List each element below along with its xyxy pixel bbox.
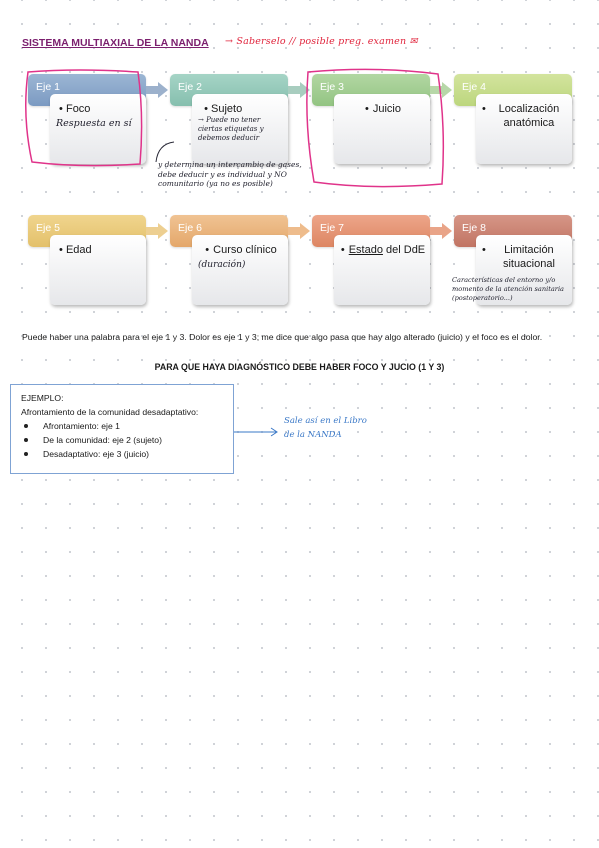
limitacion-handwritten-note: Características del entorno y/o momento … bbox=[452, 276, 564, 302]
axis-card-2: Eje 2 • Sujeto → Puede no tener ciertas … bbox=[170, 74, 288, 164]
axis-item: •Localización anatómica bbox=[482, 103, 560, 129]
axis-item: •Juicio bbox=[365, 103, 401, 115]
axis-card-7: Eje 7 •Estado del DdE bbox=[312, 215, 430, 305]
example-list: Afrontamiento: eje 1 De la comunidad: ej… bbox=[21, 419, 223, 461]
axis-body: •Limitación situacional bbox=[476, 235, 572, 305]
highlight-outline-eje1 bbox=[25, 69, 143, 167]
arrow-right-icon bbox=[234, 427, 278, 437]
axis-body: • Foco Respuesta en sí bbox=[50, 94, 146, 164]
axis-item: •Curso clínico bbox=[205, 244, 277, 256]
arrow-icon bbox=[430, 82, 452, 98]
axis-body: • Sujeto → Puede no tener ciertas etique… bbox=[192, 94, 288, 164]
axis-body: • Edad bbox=[50, 235, 146, 305]
arrow-icon bbox=[288, 82, 310, 98]
sujeto-annotation: y determina un intercambio de gases, deb… bbox=[158, 160, 302, 188]
diagnosis-rule: PARA QUE HAYA DIAGNÓSTICO DEBE HABER FOC… bbox=[154, 362, 445, 372]
axis-card-8: Eje 8 •Limitación situacional bbox=[454, 215, 572, 305]
arrow-icon bbox=[146, 223, 168, 239]
axis-handwritten-note: → Puede no tener ciertas etiquetas y deb… bbox=[198, 116, 264, 142]
example-handwritten-note: Sale así en el Libro de la NANDA bbox=[284, 416, 367, 440]
axis-body: •Estado del DdE bbox=[334, 235, 430, 305]
axis-card-6: Eje 6 •Curso clínico (duración) bbox=[170, 215, 288, 305]
arrow-icon bbox=[146, 82, 168, 98]
axis-item: •Limitación situacional bbox=[482, 244, 555, 270]
axis-item: • Sujeto bbox=[198, 103, 243, 115]
axis-body: •Juicio bbox=[334, 94, 430, 164]
example-subtitle: Afrontamiento de la comunidad desadaptat… bbox=[21, 407, 199, 417]
example-box: EJEMPLO: Afrontamiento de la comunidad d… bbox=[10, 384, 234, 474]
list-item: Desadaptativo: eje 3 (juicio) bbox=[21, 447, 223, 461]
axis-card-4: Eje 4 •Localización anatómica bbox=[454, 74, 572, 164]
axis-handwritten-note: (duración) bbox=[198, 260, 246, 270]
arrow-icon bbox=[288, 223, 310, 239]
axis-item: •Estado del DdE bbox=[340, 244, 426, 256]
axis-card-3: Eje 3 •Juicio bbox=[312, 74, 430, 164]
page-title: SISTEMA MULTIAXIAL DE LA NANDA bbox=[22, 37, 209, 49]
list-item: Afrontamiento: eje 1 bbox=[21, 419, 223, 433]
axis-card-5: Eje 5 • Edad bbox=[28, 215, 146, 305]
axis-card-1: Eje 1 • Foco Respuesta en sí bbox=[28, 74, 146, 164]
title-handwritten-note: → Saberselo // posible preg. examen ✉ bbox=[225, 36, 418, 47]
arrow-icon bbox=[430, 223, 452, 239]
highlight-outline-eje3 bbox=[306, 68, 445, 188]
list-item: De la comunidad: eje 2 (sujeto) bbox=[21, 433, 223, 447]
axis-body: •Curso clínico (duración) bbox=[192, 235, 288, 305]
axis-body: •Localización anatómica bbox=[476, 94, 572, 164]
axis-handwritten-note: Respuesta en sí bbox=[56, 118, 132, 129]
explanation-paragraph: Puede haber una palabra para el eje 1 y … bbox=[22, 332, 543, 342]
annotation-arrow-icon bbox=[155, 141, 175, 163]
axis-item: • Foco bbox=[56, 103, 91, 115]
example-heading: EJEMPLO: bbox=[21, 393, 64, 403]
axis-item: • Edad bbox=[56, 244, 92, 256]
